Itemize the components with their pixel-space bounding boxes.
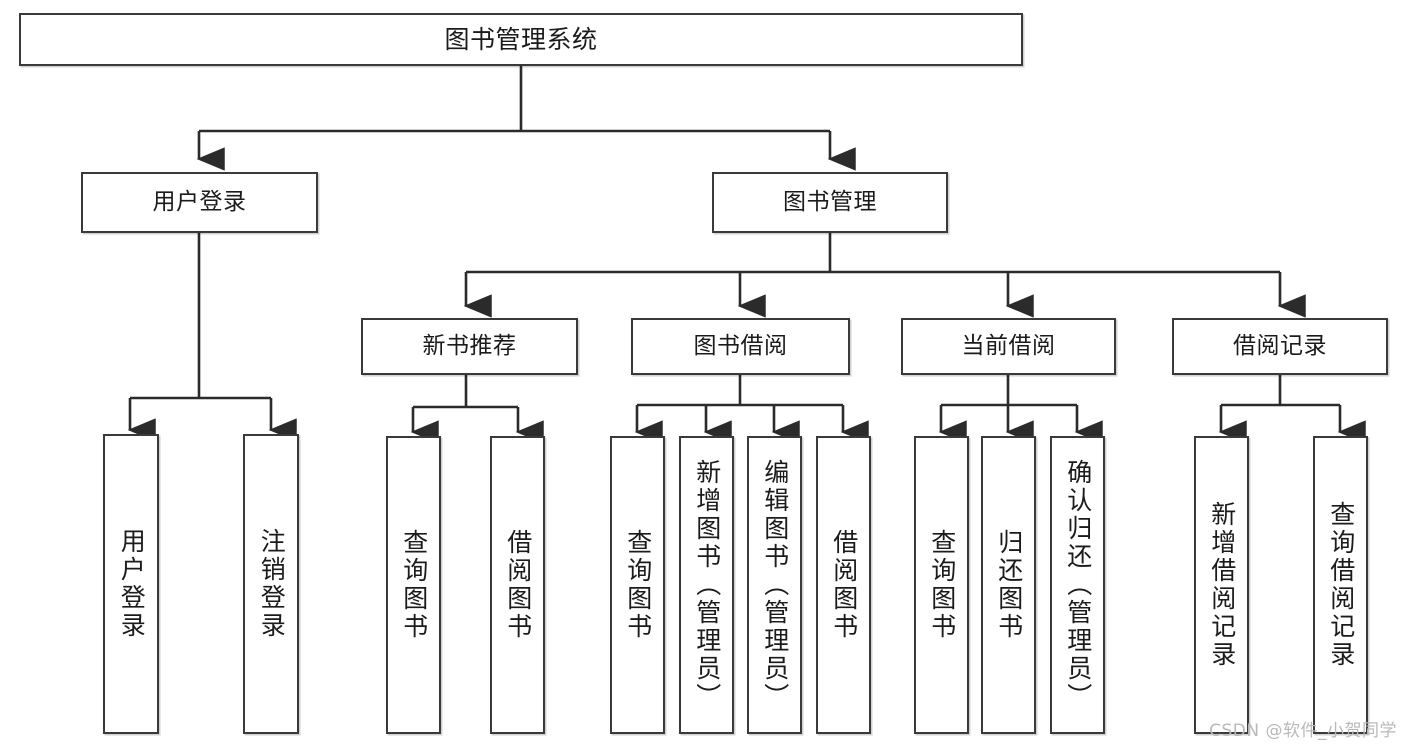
node-book-manage[interactable]: 图书管理 bbox=[712, 172, 948, 233]
node-leaf-borrow-book-1-label: 借阅图书 bbox=[503, 529, 533, 641]
node-leaf-borrow-book-2[interactable]: 借阅图书 bbox=[816, 436, 871, 734]
node-leaf-add-book-admin[interactable]: 新增图书（管理员） bbox=[679, 436, 734, 734]
node-root[interactable]: 图书管理系统 bbox=[19, 13, 1023, 66]
node-leaf-query-borrow-record[interactable]: 查询借阅记录 bbox=[1313, 436, 1368, 734]
node-borrow-record[interactable]: 借阅记录 bbox=[1172, 318, 1388, 375]
node-current-borrow-label: 当前借阅 bbox=[961, 333, 1056, 359]
node-leaf-user-login-label: 用户登录 bbox=[117, 528, 147, 640]
node-user-login-label: 用户登录 bbox=[152, 189, 247, 215]
node-leaf-add-borrow-record-label: 新增借阅记录 bbox=[1207, 501, 1237, 669]
node-new-book-recommend[interactable]: 新书推荐 bbox=[361, 318, 578, 375]
node-leaf-edit-book-admin[interactable]: 编辑图书（管理员） bbox=[747, 436, 802, 734]
node-leaf-confirm-return-admin-label: 确认归还（管理员） bbox=[1063, 459, 1093, 711]
node-leaf-query-book-2[interactable]: 查询图书 bbox=[610, 436, 665, 734]
node-leaf-query-book-3-label: 查询图书 bbox=[927, 529, 957, 641]
node-leaf-query-borrow-record-label: 查询借阅记录 bbox=[1326, 501, 1356, 669]
node-borrow-record-label: 借阅记录 bbox=[1233, 333, 1327, 359]
node-leaf-query-book-2-label: 查询图书 bbox=[623, 529, 653, 641]
node-leaf-confirm-return-admin[interactable]: 确认归还（管理员） bbox=[1050, 436, 1105, 734]
node-root-label: 图书管理系统 bbox=[444, 25, 598, 54]
node-current-borrow[interactable]: 当前借阅 bbox=[901, 318, 1116, 375]
node-leaf-user-login[interactable]: 用户登录 bbox=[103, 434, 159, 734]
node-leaf-query-book-1-label: 查询图书 bbox=[399, 529, 429, 641]
node-leaf-logout-login[interactable]: 注销登录 bbox=[243, 434, 299, 734]
node-book-borrow-label: 图书借阅 bbox=[693, 333, 788, 359]
node-leaf-add-borrow-record[interactable]: 新增借阅记录 bbox=[1194, 436, 1249, 734]
node-new-book-recommend-label: 新书推荐 bbox=[422, 333, 517, 359]
node-user-login[interactable]: 用户登录 bbox=[81, 172, 318, 233]
node-leaf-edit-book-admin-label: 编辑图书（管理员） bbox=[760, 459, 790, 711]
node-leaf-query-book-3[interactable]: 查询图书 bbox=[914, 436, 969, 734]
node-leaf-borrow-book-2-label: 借阅图书 bbox=[829, 529, 859, 641]
node-book-manage-label: 图书管理 bbox=[783, 189, 877, 215]
node-leaf-borrow-book-1[interactable]: 借阅图书 bbox=[490, 436, 545, 734]
node-leaf-add-book-admin-label: 新增图书（管理员） bbox=[692, 459, 722, 711]
watermark-text: CSDN @软件_小贺同学 bbox=[1209, 721, 1397, 741]
node-leaf-logout-login-label: 注销登录 bbox=[257, 528, 287, 640]
node-leaf-return-book[interactable]: 归还图书 bbox=[981, 436, 1036, 734]
node-leaf-query-book-1[interactable]: 查询图书 bbox=[386, 436, 441, 734]
node-book-borrow[interactable]: 图书借阅 bbox=[631, 318, 850, 375]
node-leaf-return-book-label: 归还图书 bbox=[994, 529, 1024, 641]
